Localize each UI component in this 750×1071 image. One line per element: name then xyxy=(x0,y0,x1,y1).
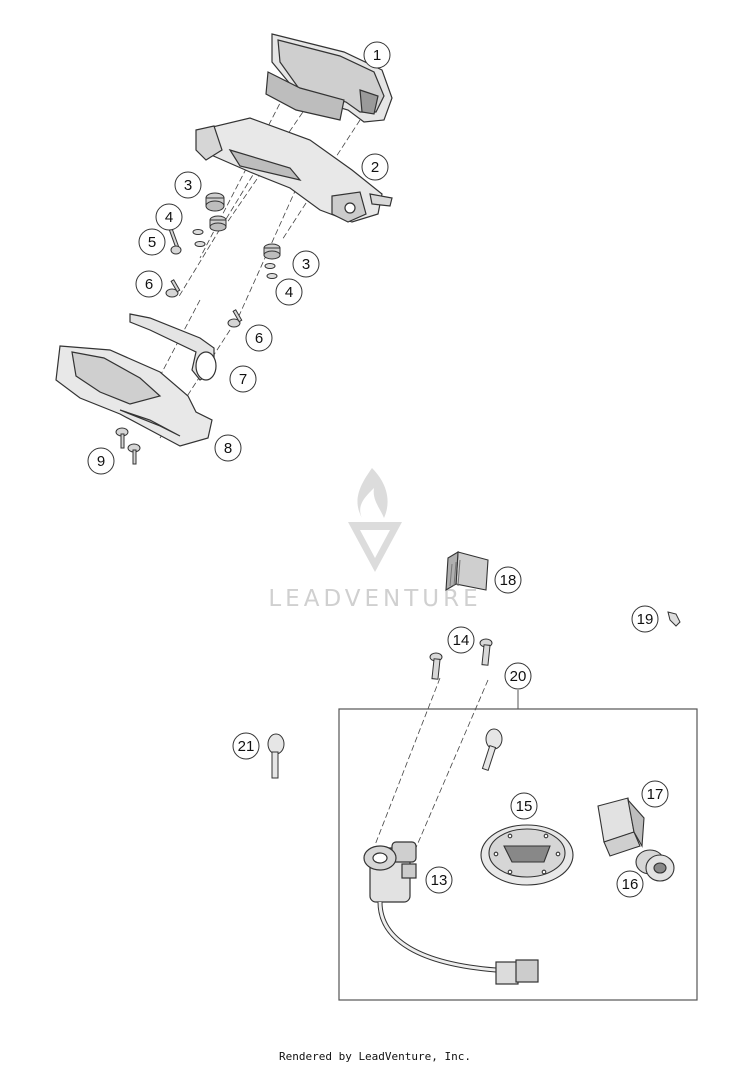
callout-14: 14 xyxy=(447,626,475,654)
svg-text:3: 3 xyxy=(184,177,192,194)
instrument-bracket xyxy=(195,117,393,223)
svg-text:9: 9 xyxy=(97,453,105,470)
svg-text:7: 7 xyxy=(239,371,247,388)
lock-cylinder-16 xyxy=(635,849,675,882)
callout-3: 3 xyxy=(174,171,202,199)
svg-text:5: 5 xyxy=(148,234,156,251)
watermark-text: LEADVENTURE xyxy=(268,586,481,612)
callout-15: 15 xyxy=(510,792,538,820)
lock-bracket-17 xyxy=(597,797,645,857)
callout-2: 2 xyxy=(361,153,389,181)
callout-5: 5 xyxy=(138,228,166,256)
washer-left xyxy=(192,229,206,247)
callout-8: 8 xyxy=(214,434,242,462)
svg-text:6: 6 xyxy=(255,330,263,347)
screw-6-left xyxy=(165,279,181,298)
ignition-lock xyxy=(363,841,539,985)
rubber-bushing-right xyxy=(263,243,281,260)
callout-20: 20 xyxy=(504,662,532,690)
svg-text:1: 1 xyxy=(373,47,381,64)
callout-3: 3 xyxy=(292,250,320,278)
svg-text:8: 8 xyxy=(224,440,232,457)
screw-6-right xyxy=(227,309,243,328)
svg-text:16: 16 xyxy=(622,876,639,893)
rubber-bushing-left xyxy=(205,192,227,232)
kit-key xyxy=(481,728,503,771)
callout-21: 21 xyxy=(232,732,260,760)
callout-16: 16 xyxy=(616,870,644,898)
relay-18 xyxy=(445,550,489,592)
fuel-cap-15 xyxy=(480,824,574,886)
callout-1: 1 xyxy=(363,41,391,69)
assembly-lines-lower xyxy=(374,677,489,851)
footer-credit: Rendered by LeadVenture, Inc. xyxy=(278,1050,472,1063)
svg-text:15: 15 xyxy=(516,798,533,815)
key-21 xyxy=(267,733,285,779)
leadventure-flame-logo xyxy=(348,468,402,572)
svg-text:20: 20 xyxy=(510,668,527,685)
callout-13: 13 xyxy=(425,866,453,894)
clip-19 xyxy=(667,611,681,627)
svg-text:13: 13 xyxy=(431,872,448,889)
callout-19: 19 xyxy=(631,605,659,633)
callout-6: 6 xyxy=(245,324,273,352)
cable-holder xyxy=(129,313,217,381)
svg-text:21: 21 xyxy=(238,738,255,755)
callout-9: 9 xyxy=(87,447,115,475)
svg-text:4: 4 xyxy=(165,209,173,226)
svg-text:14: 14 xyxy=(453,632,470,649)
svg-text:17: 17 xyxy=(647,786,664,803)
svg-text:6: 6 xyxy=(145,276,153,293)
watermark: LEADVENTURE xyxy=(268,468,481,612)
callout-7: 7 xyxy=(229,365,257,393)
callout-18: 18 xyxy=(494,566,522,594)
svg-text:2: 2 xyxy=(371,159,379,176)
instrument-cluster xyxy=(265,33,393,123)
bolts-14 xyxy=(429,638,493,680)
lower-cover xyxy=(55,345,213,447)
callout-17: 17 xyxy=(641,780,669,808)
callout-4: 4 xyxy=(155,203,183,231)
callout-6: 6 xyxy=(135,270,163,298)
screws-9 xyxy=(115,427,141,465)
svg-text:3: 3 xyxy=(302,256,310,273)
svg-text:19: 19 xyxy=(637,611,654,628)
svg-text:4: 4 xyxy=(285,284,293,301)
callout-4: 4 xyxy=(275,278,303,306)
svg-text:18: 18 xyxy=(500,572,517,589)
washer-right xyxy=(264,263,278,279)
